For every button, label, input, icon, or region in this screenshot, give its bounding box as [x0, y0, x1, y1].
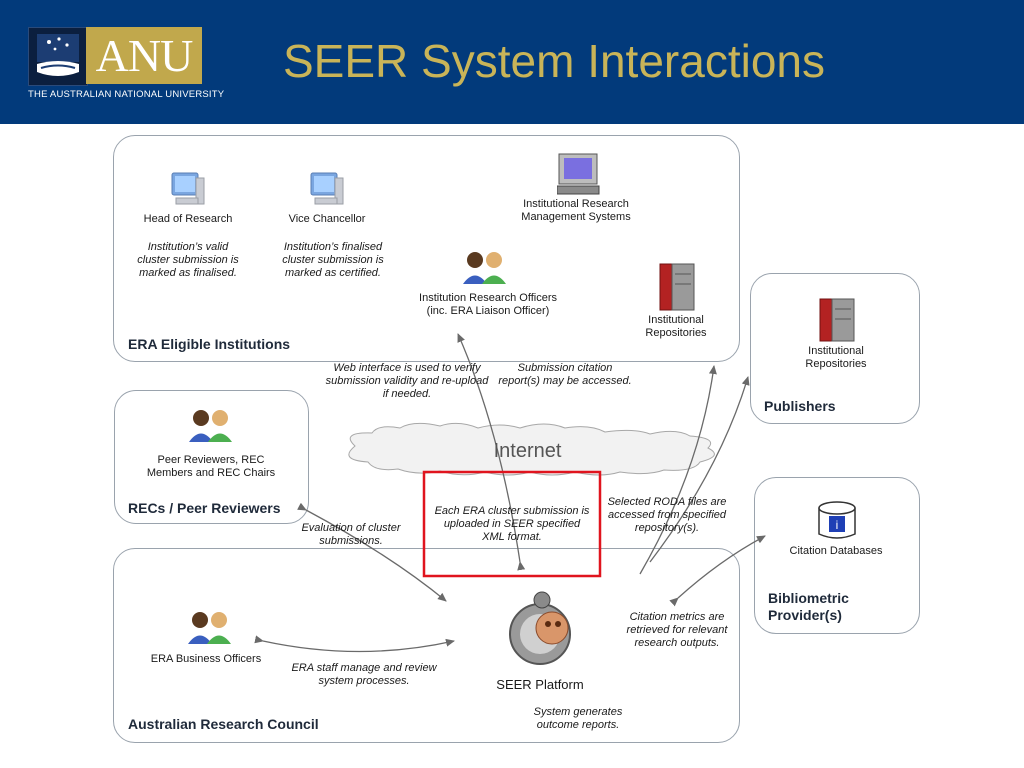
peer-reviewers-label: Peer Reviewers, REC Members and REC Chai…: [146, 454, 276, 479]
anu-logo-text: ANU: [86, 27, 202, 84]
era-group-title: ERA Eligible Institutions: [128, 336, 291, 352]
publishers-group-title: Publishers: [764, 398, 836, 414]
bibliometric-group-title: Bibliometric Provider(s): [768, 590, 849, 623]
business-officers-label: ERA Business Officers: [150, 653, 262, 665]
svg-text:i: i: [836, 518, 839, 532]
arrow-seer-inst-repos: [639, 365, 717, 575]
xml-upload-highlight: [422, 470, 602, 578]
anu-crest-icon: [28, 27, 88, 86]
internet-cloud: [348, 422, 715, 476]
recs-group-title: RECs / Peer Reviewers: [128, 500, 281, 516]
computer-icon: [307, 170, 347, 215]
arc-group-title: Australian Research Council: [128, 716, 319, 732]
pub-repos-label: Institutional Repositories: [805, 345, 867, 370]
head-of-research-label: Head of Research: [143, 213, 233, 225]
recs-box: [114, 390, 309, 524]
web-interface-note: Web interface is used to verify submissi…: [325, 362, 489, 400]
roda-files-note: Selected RODA files are accessed from sp…: [607, 496, 727, 534]
publishers-box: [750, 273, 920, 424]
header-bar: ANU THE AUSTRALIAN NATIONAL UNIVERSITY S…: [0, 0, 1024, 124]
arrow-seer-citation-db: [669, 535, 766, 607]
internet-label: Internet: [493, 440, 562, 462]
seer-platform-label: SEER Platform: [496, 677, 584, 692]
irms-label: Institutional Research Management System…: [521, 198, 631, 223]
officers-label: Institution Research Officers (inc. ERA …: [419, 292, 557, 317]
outcome-reports-note: System generates outcome reports.: [533, 706, 623, 731]
arrow-officers-seer-arc: [254, 635, 455, 653]
people-icon: [187, 609, 233, 650]
computer-icon: [168, 170, 208, 215]
arrow-seer-publishers: [649, 376, 750, 563]
evaluation-note: Evaluation of cluster submissions.: [301, 522, 401, 547]
citation-report-note: Submission citation report(s) may be acc…: [498, 362, 632, 387]
database-icon: i: [817, 500, 857, 547]
university-name: THE AUSTRALIAN NATIONAL UNIVERSITY: [28, 89, 225, 100]
people-icon: [188, 407, 234, 448]
inst-repos-label: Institutional Repositories: [645, 314, 707, 339]
vc-note: Institution’s finalised cluster submissi…: [282, 241, 384, 279]
server-icon: [818, 297, 856, 348]
hor-note: Institution’s valid cluster submission i…: [137, 241, 239, 279]
vice-chancellor-label: Vice Chancellor: [288, 213, 366, 225]
page-title: SEER System Interactions: [283, 35, 825, 87]
people-icon: [462, 249, 508, 290]
xml-upload-note: Each ERA cluster submission is uploaded …: [434, 505, 590, 543]
arrow-officers-seer: [457, 333, 526, 571]
staff-manage-note: ERA staff manage and review system proce…: [291, 662, 437, 687]
server-icon: [658, 262, 696, 317]
arrows: [254, 333, 766, 653]
arrow-recs-seer: [297, 502, 447, 602]
citation-db-label: Citation Databases: [789, 545, 883, 557]
seer-platform-icon: [502, 590, 584, 675]
era-institutions-box: [113, 135, 740, 362]
citation-metrics-note: Citation metrics are retrieved for relev…: [626, 611, 728, 649]
terminal-icon: [556, 152, 601, 201]
